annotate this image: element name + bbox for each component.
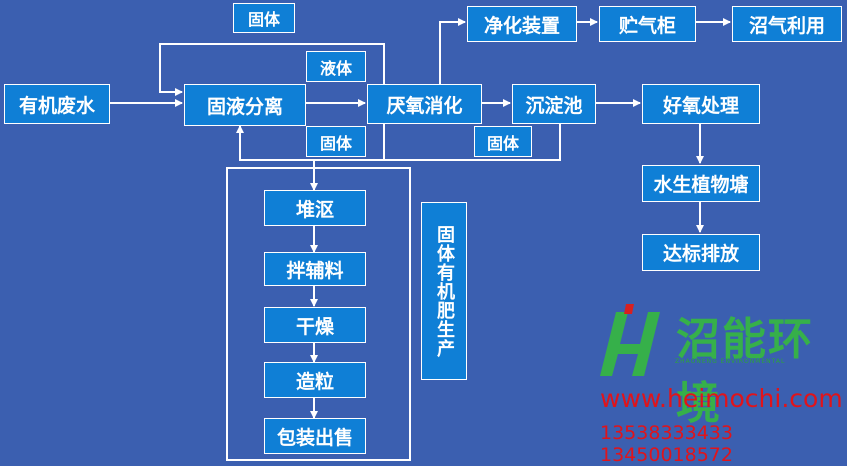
node-label: 沉淀池 <box>525 94 583 117</box>
node-label: 有机废水 <box>18 94 95 117</box>
node-plant-pond: 水生植物塘 <box>642 165 760 202</box>
node-label: 沼气利用 <box>748 14 825 37</box>
node-label: 拌辅料 <box>286 259 344 282</box>
node-sedimentation: 沉淀池 <box>512 84 596 124</box>
node-granulate: 造粒 <box>264 362 366 398</box>
node-label: 固体 <box>247 10 280 29</box>
node-fertilizer-vertical: 固体有机肥生产 <box>421 202 467 380</box>
node-label: 包装出售 <box>276 426 353 449</box>
node-anaerobic: 厌氧消化 <box>367 84 482 124</box>
node-biogas-use: 沼气利用 <box>732 6 842 42</box>
node-mix: 拌辅料 <box>264 252 366 286</box>
node-label: 贮气柜 <box>618 14 676 37</box>
node-label: 堆沤 <box>295 198 334 221</box>
node-label: 净化装置 <box>483 14 560 37</box>
node-label: 水生植物塘 <box>653 174 749 196</box>
logo-en-text: ZHAONENG ENVIRONMENTAL <box>675 358 786 365</box>
website-url: www.heimochi.com <box>600 384 843 413</box>
logo-cn-text: 沼能环境 <box>676 314 814 429</box>
node-purify: 净化装置 <box>467 6 577 42</box>
node-dry: 干燥 <box>264 307 366 343</box>
node-package: 包装出售 <box>264 418 366 454</box>
node-label: 固体 <box>319 133 352 153</box>
node-solid-right: 固体 <box>474 126 532 157</box>
node-aerobic: 好氧处理 <box>642 84 760 124</box>
node-discharge: 达标排放 <box>642 234 760 271</box>
node-label: 液体 <box>319 58 352 78</box>
node-label: 达标排放 <box>662 243 739 265</box>
node-label: 好氧处理 <box>662 94 739 117</box>
node-label: 固液分离 <box>206 95 283 118</box>
node-label: 干燥 <box>295 315 334 338</box>
node-organic-wastewater: 有机废水 <box>4 84 110 124</box>
node-gas-cabinet: 贮气柜 <box>599 6 696 42</box>
node-separation: 固液分离 <box>184 84 306 126</box>
node-compost: 堆沤 <box>264 190 366 226</box>
node-label: 厌氧消化 <box>386 94 463 117</box>
phone-numbers: 13538333433 13450018572 <box>600 422 733 466</box>
node-solid-top: 固体 <box>233 3 295 33</box>
node-solid-mid: 固体 <box>306 126 366 157</box>
node-liquid: 液体 <box>306 51 366 82</box>
node-label: 造粒 <box>295 370 334 393</box>
logo-mark-icon <box>600 304 660 376</box>
node-label: 固体 <box>486 133 519 153</box>
node-label: 固体有机肥生产 <box>434 224 455 358</box>
